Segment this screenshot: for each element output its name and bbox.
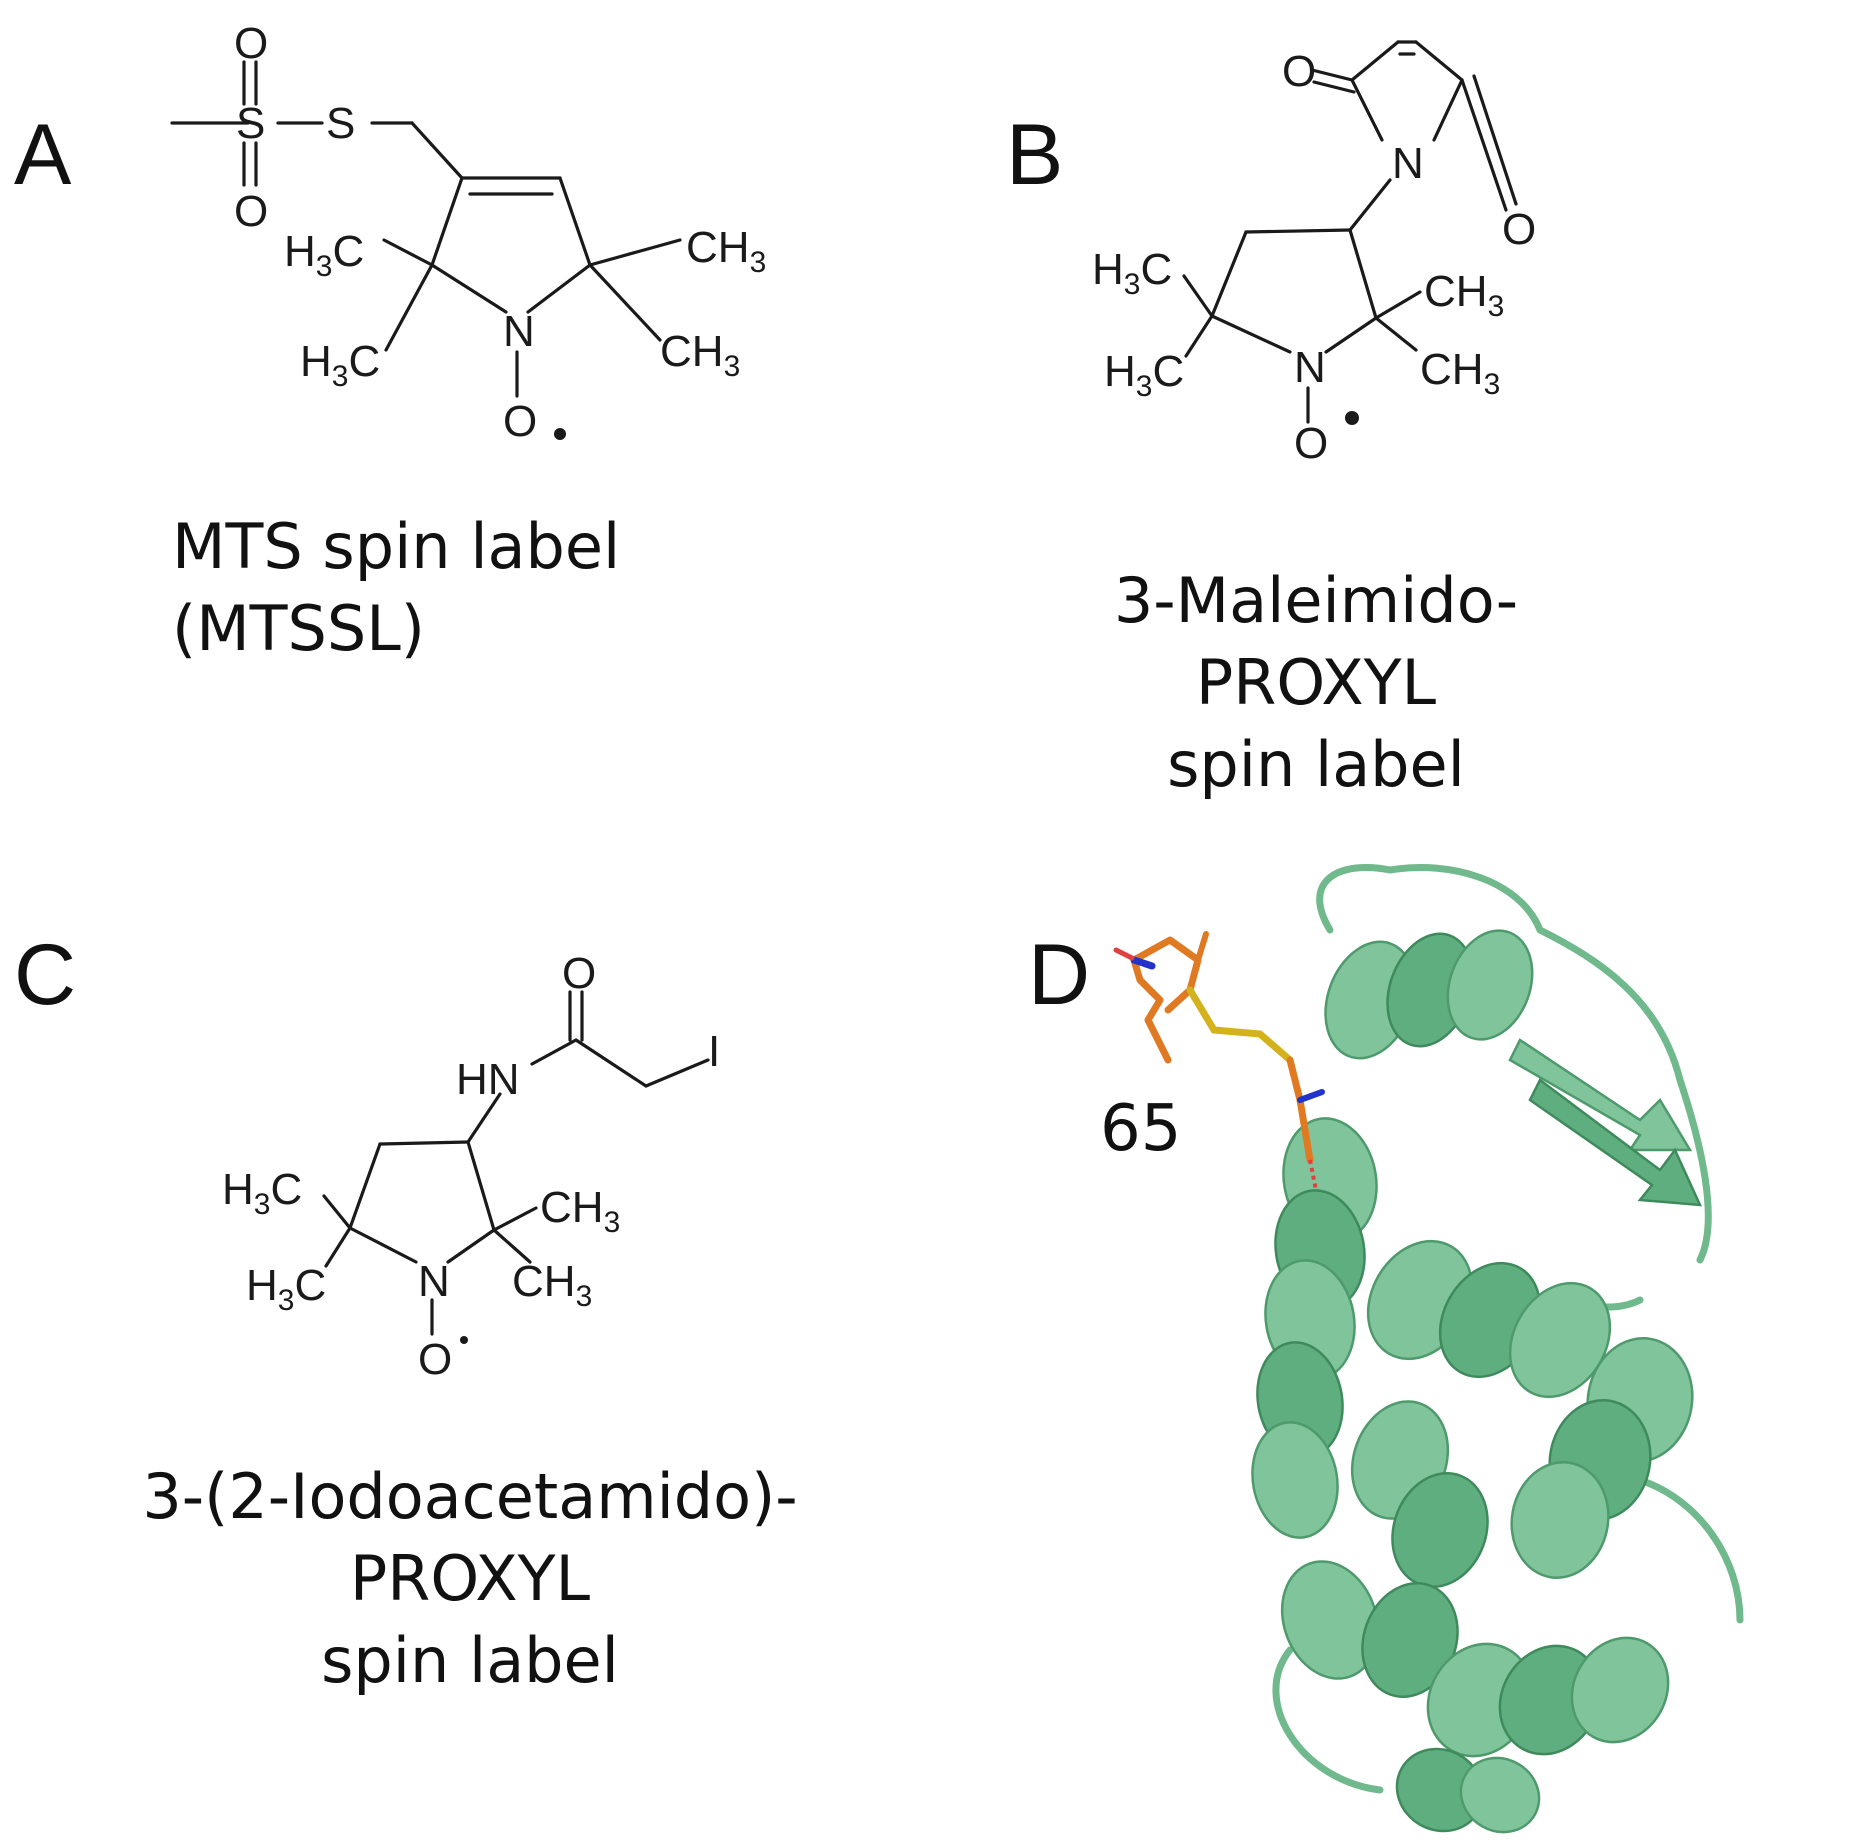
helix-left-long (1251, 1117, 1378, 1539)
atom-o: O (1294, 419, 1328, 468)
helix-lower (1280, 1400, 1489, 1698)
methyl-ch3: CH3 (660, 327, 740, 383)
caption-a: MTS spin label (MTSSL) (172, 510, 621, 665)
atom-s: S (326, 99, 355, 148)
methyl-ch3: CH3 (1420, 345, 1500, 401)
atom-n: N (1294, 343, 1326, 392)
atom-hn: HN (456, 1055, 520, 1104)
helix-right (1510, 1337, 1694, 1579)
methyl-h3c: H3C (300, 337, 380, 393)
atom-n: N (1392, 139, 1424, 188)
atom-o: O (503, 397, 537, 446)
methyl-ch3: CH3 (1424, 267, 1504, 323)
methyl-h3c: H3C (1104, 347, 1184, 403)
residue-label-65: 65 (1100, 1092, 1182, 1166)
protein-loop (1316, 864, 1544, 934)
protein-loop (1536, 926, 1712, 1264)
panel-letter-c: C (14, 927, 77, 1023)
methyl-ch3: CH3 (686, 223, 766, 279)
caption-c: 3-(2-Iodoacetamido)- PROXYL spin label (142, 1460, 798, 1697)
atom-n: N (418, 1257, 450, 1306)
panel-letter-b: B (1006, 107, 1064, 203)
spin-label-residue-65 (1113, 931, 1325, 1191)
methyl-ch3: CH3 (540, 1183, 620, 1239)
radical-dot (554, 428, 566, 440)
methyl-ch3: CH3 (512, 1257, 592, 1313)
atom-o: O (234, 19, 268, 68)
protein-loop (1636, 1476, 1744, 1624)
methyl-h3c: H3C (222, 1165, 302, 1221)
atom-o: O (234, 187, 268, 236)
atom-o: O (418, 1335, 452, 1384)
atom-o: O (1282, 47, 1316, 96)
atom-s: S (236, 99, 265, 148)
methyl-h3c: H3C (1092, 245, 1172, 301)
panel-letter-d: D (1028, 927, 1091, 1023)
radical-dot (1345, 411, 1359, 425)
atom-i: I (708, 1027, 720, 1076)
helix-middle (1366, 1239, 1612, 1399)
helix-top (1324, 929, 1534, 1060)
beta-sheet (1508, 1038, 1703, 1207)
atom-n: N (503, 307, 535, 356)
protein-loop (1272, 1646, 1384, 1794)
methyl-h3c: H3C (284, 227, 364, 283)
helix-bottom (1395, 1636, 1670, 1834)
radical-dot (460, 1336, 468, 1344)
panel-letter-a: A (14, 107, 72, 203)
atom-o: O (562, 949, 596, 998)
atom-o: O (1502, 205, 1536, 254)
caption-b: 3-Maleimido- PROXYL spin label (1113, 564, 1519, 801)
methyl-h3c: H3C (246, 1261, 326, 1317)
